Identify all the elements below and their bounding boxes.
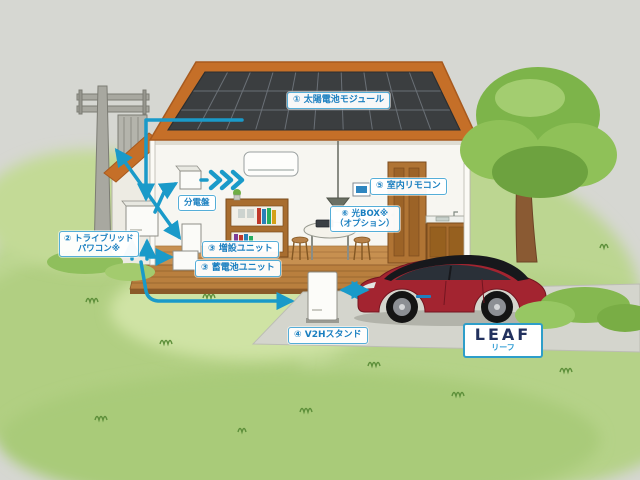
label-indoor-remote: ⑤ 室内リモコン [370, 178, 447, 195]
indoor-remote-device [352, 182, 371, 197]
expansion-unit-device [181, 223, 202, 254]
stool [353, 236, 371, 261]
car-roof [384, 255, 529, 281]
label-v2h-stand: ④ V2Hスタンド [288, 327, 368, 344]
label-tribrid-line1: ② トライブリッド [64, 234, 134, 244]
arrow-to-v2h-stand [139, 260, 295, 311]
label-battery-unit: ③ 蓄電池ユニット [195, 260, 281, 277]
leaf-car [354, 255, 547, 326]
distribution-board-device [175, 165, 202, 190]
car-zero-emission-badge [416, 295, 431, 298]
arrow-grid-to-house [114, 148, 182, 240]
air-conditioner [243, 151, 299, 177]
energy-flow-arrows [114, 118, 370, 311]
label-distribution-board: 分電盤 [178, 195, 216, 212]
label-hikari-box-line2: （オプション） [335, 219, 395, 230]
tree [460, 67, 617, 263]
label-hikari-box-line1: ⑥ 光BOX※ [341, 209, 389, 219]
potted-plant [233, 189, 241, 201]
label-expansion-unit: ③ 増設ユニット [202, 241, 279, 258]
label-tribrid-line2: パワコン※ [77, 244, 120, 255]
arrow-chevrons-to-appliances [208, 169, 245, 191]
label-hikari-box: ⑥ 光BOX※ （オプション） [330, 206, 400, 233]
v2h-stand-device [306, 271, 339, 323]
label-tribrid-powercon: ② トライブリッド パワコン※ [59, 231, 139, 258]
leaf-badge: LEAF リーフ [463, 323, 543, 358]
leaf-badge-jp: リーフ [491, 342, 515, 352]
car-rear-wheel [481, 291, 513, 323]
car-windows [395, 264, 511, 280]
stool [291, 236, 309, 261]
kitchen-counter [425, 211, 469, 262]
leaf-badge-en: LEAF [474, 325, 532, 344]
grass-tufts [85, 243, 609, 435]
arrow-powercon-to-board [153, 182, 179, 214]
car-front-wheel [386, 291, 418, 323]
label-solar-module: ① 太陽電池モジュール [287, 92, 391, 109]
